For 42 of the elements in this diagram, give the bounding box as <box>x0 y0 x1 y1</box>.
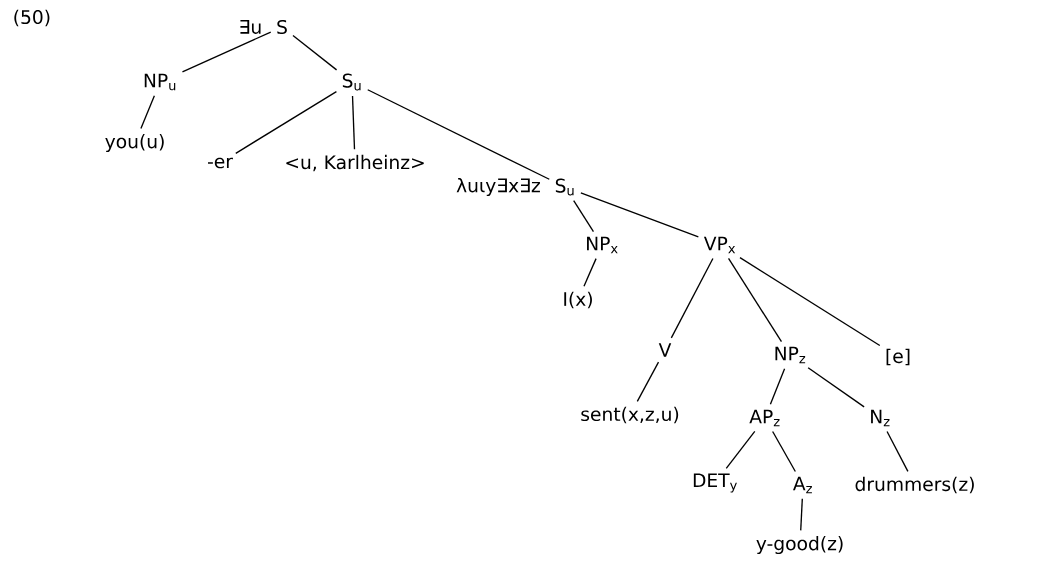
tree-label: AP$_{z}$ <box>749 409 780 427</box>
tree-label: VP$_{x}$ <box>703 236 736 254</box>
branch-line <box>772 430 796 473</box>
branch-line <box>727 257 783 343</box>
branch-line <box>573 199 595 233</box>
quantifier-prefix: ∃u <box>240 20 261 34</box>
tree-label: S$_{u}$ <box>555 178 574 196</box>
branch-line <box>800 498 803 532</box>
example-number: (50) <box>14 9 50 27</box>
branch-line <box>886 430 909 473</box>
tree-label: NP$_{x}$ <box>587 236 618 254</box>
branch-line <box>739 256 881 347</box>
branch-line <box>670 257 714 339</box>
tree-label: NP$_{z}$ <box>775 346 806 364</box>
tree-label: DET$_{y}$ <box>693 473 737 493</box>
branch-line <box>140 95 156 130</box>
branch-line <box>235 90 338 154</box>
quantifier-prefix: λuιy∃x∃z <box>456 177 540 197</box>
branch-line <box>583 257 597 287</box>
tree-label: NP$_{u}$ <box>144 73 176 91</box>
branch-line <box>292 34 338 71</box>
tree-label: I(x) <box>564 291 592 309</box>
tree-label: S <box>277 19 287 35</box>
branch-line <box>636 361 660 403</box>
branch-line <box>725 430 756 469</box>
tree-label: drummers(z) <box>855 476 974 494</box>
tree-label: <u, Karlheinz> <box>286 154 424 172</box>
branch-line <box>367 89 550 180</box>
branch-line <box>580 192 700 238</box>
tree-label: S$_{u}$ <box>342 73 361 91</box>
branch-line <box>807 367 865 408</box>
tree-label: [e] <box>886 348 910 366</box>
tree-label: V <box>658 343 672 357</box>
tree-label: sent(x,z,u) <box>581 406 679 424</box>
tree-label: A$_{z}$ <box>793 476 812 494</box>
tree-label: y-good(z) <box>756 535 843 555</box>
tree-label: -er <box>208 157 233 169</box>
branch-line <box>769 368 786 405</box>
tree-label: you(u) <box>105 133 164 153</box>
tree-label: N$_{z}$ <box>871 409 890 427</box>
branch-line <box>181 31 272 73</box>
branch-line <box>351 95 356 150</box>
